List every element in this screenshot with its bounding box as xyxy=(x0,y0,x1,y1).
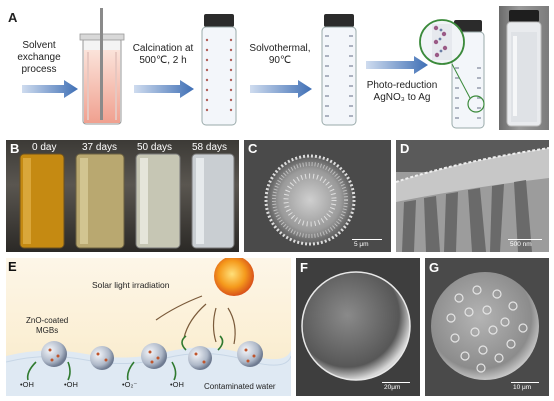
step-calcination: Calcination at 500℃, 2 h xyxy=(132,43,194,66)
step-solvent-exchange: Solvent exchange process xyxy=(17,40,61,75)
panel-f-sem: F 20μm xyxy=(296,258,420,396)
panel-g-label: G xyxy=(429,260,440,275)
panel-f-scalebar xyxy=(382,382,410,383)
arrow-2 xyxy=(134,80,194,98)
reactor-vessel xyxy=(79,8,125,125)
panel-d-sem: D 500 nm xyxy=(396,140,549,252)
panel-f-label: F xyxy=(300,260,308,275)
photo-real-vial xyxy=(499,6,549,130)
day-label-0: 0 day xyxy=(32,142,57,153)
panel-c-label: C xyxy=(248,141,258,156)
panel-d-label: D xyxy=(400,141,410,156)
day-label-50: 50 days xyxy=(137,142,173,153)
panel-g-sem: G 10 μm xyxy=(425,258,549,396)
panel-c-scale: 5 μm xyxy=(354,241,369,248)
radical-oh-3: •OH xyxy=(170,380,184,389)
step-photo-reduction: Photo-reduction AgNO₃ to Ag xyxy=(366,80,438,103)
mgb-particles xyxy=(41,341,263,370)
sun-caption: Solar light irradiation xyxy=(92,280,170,290)
radical-oh-2: •OH xyxy=(64,380,78,389)
mgb-label-line1: ZnO-coated xyxy=(26,316,69,325)
panel-f-scale: 20μm xyxy=(384,384,401,391)
step-solvothermal: Solvothermal, 90℃ xyxy=(249,43,311,66)
panel-b-vial-photo: B 0 day 37 days 50 days 58 days xyxy=(6,140,239,252)
panel-c-scalebar xyxy=(352,239,382,240)
panel-e-scheme: E Solar light irradiation ZnO-coated MGB… xyxy=(6,258,291,396)
panel-a-label: A xyxy=(8,10,18,25)
vial-calcined xyxy=(201,14,237,126)
mgb-label-line2: MGBs xyxy=(36,326,59,335)
day-label-37: 37 days xyxy=(82,142,118,153)
panel-d-scale: 500 nm xyxy=(510,241,532,248)
day-label-58: 58 days xyxy=(192,142,228,153)
radical-o2: •O₂⁻ xyxy=(122,380,138,389)
arrow-1 xyxy=(22,80,78,98)
arrow-4 xyxy=(366,56,428,74)
panel-a: A Solvent exchange process Calcination a… xyxy=(0,0,554,140)
panel-c-sem: C 5 μm xyxy=(244,140,391,252)
panel-g-scale: 10 μm xyxy=(513,384,532,391)
panel-e-label: E xyxy=(8,259,17,274)
panel-g-scalebar xyxy=(511,382,539,383)
vial-solvothermal xyxy=(321,14,357,126)
panel-b-label: B xyxy=(10,141,20,156)
sun-icon xyxy=(214,258,254,296)
arrow-3 xyxy=(250,80,312,98)
water-caption: Contaminated water xyxy=(204,382,276,391)
radical-oh-1: •OH xyxy=(20,380,34,389)
vial-photo-reduced xyxy=(419,19,485,129)
panel-d-scalebar xyxy=(508,239,542,240)
